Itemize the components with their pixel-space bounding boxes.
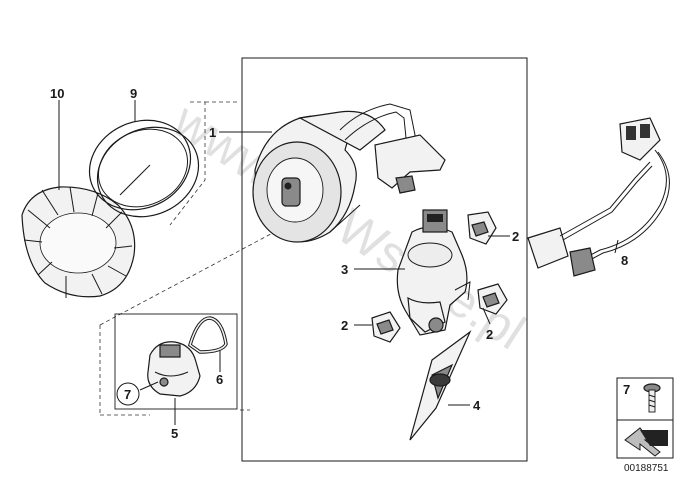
part-4-strainer	[409, 330, 472, 441]
callout-7: 7	[124, 387, 131, 402]
part-6-seal	[187, 316, 228, 354]
callout-2-left: 2	[341, 318, 348, 333]
callout-5: 5	[171, 426, 178, 441]
screw-icon	[643, 383, 661, 413]
assembly-frame	[241, 57, 528, 462]
callout-10: 10	[50, 86, 64, 101]
legend-label: 7	[623, 382, 630, 397]
part-2-clip-left	[371, 311, 401, 343]
callout-6: 6	[216, 372, 223, 387]
part-10-cover	[21, 186, 136, 298]
diagram-code: 00188751	[624, 463, 669, 474]
legend-box: 7	[616, 377, 674, 459]
part-9-seal-ring	[88, 119, 200, 218]
part-5-holder	[147, 341, 201, 397]
part-2-clip-upper	[467, 211, 497, 245]
callout-1: 1	[209, 125, 216, 140]
callout-2-right: 2	[486, 327, 493, 342]
direction-arrow-icon	[624, 427, 668, 457]
callout-2-upper: 2	[512, 229, 519, 244]
callout-7-circle	[116, 382, 140, 406]
part-8-level-sensor	[527, 117, 670, 277]
part-2-clip-right	[477, 283, 508, 315]
callout-8: 8	[621, 253, 628, 268]
callout-3: 3	[341, 262, 348, 277]
part-1-pump-housing	[252, 103, 446, 243]
callout-4: 4	[473, 398, 481, 413]
subassembly-5-frame	[114, 313, 238, 410]
callout-9: 9	[130, 86, 137, 101]
part-3-pump-module	[396, 209, 471, 336]
